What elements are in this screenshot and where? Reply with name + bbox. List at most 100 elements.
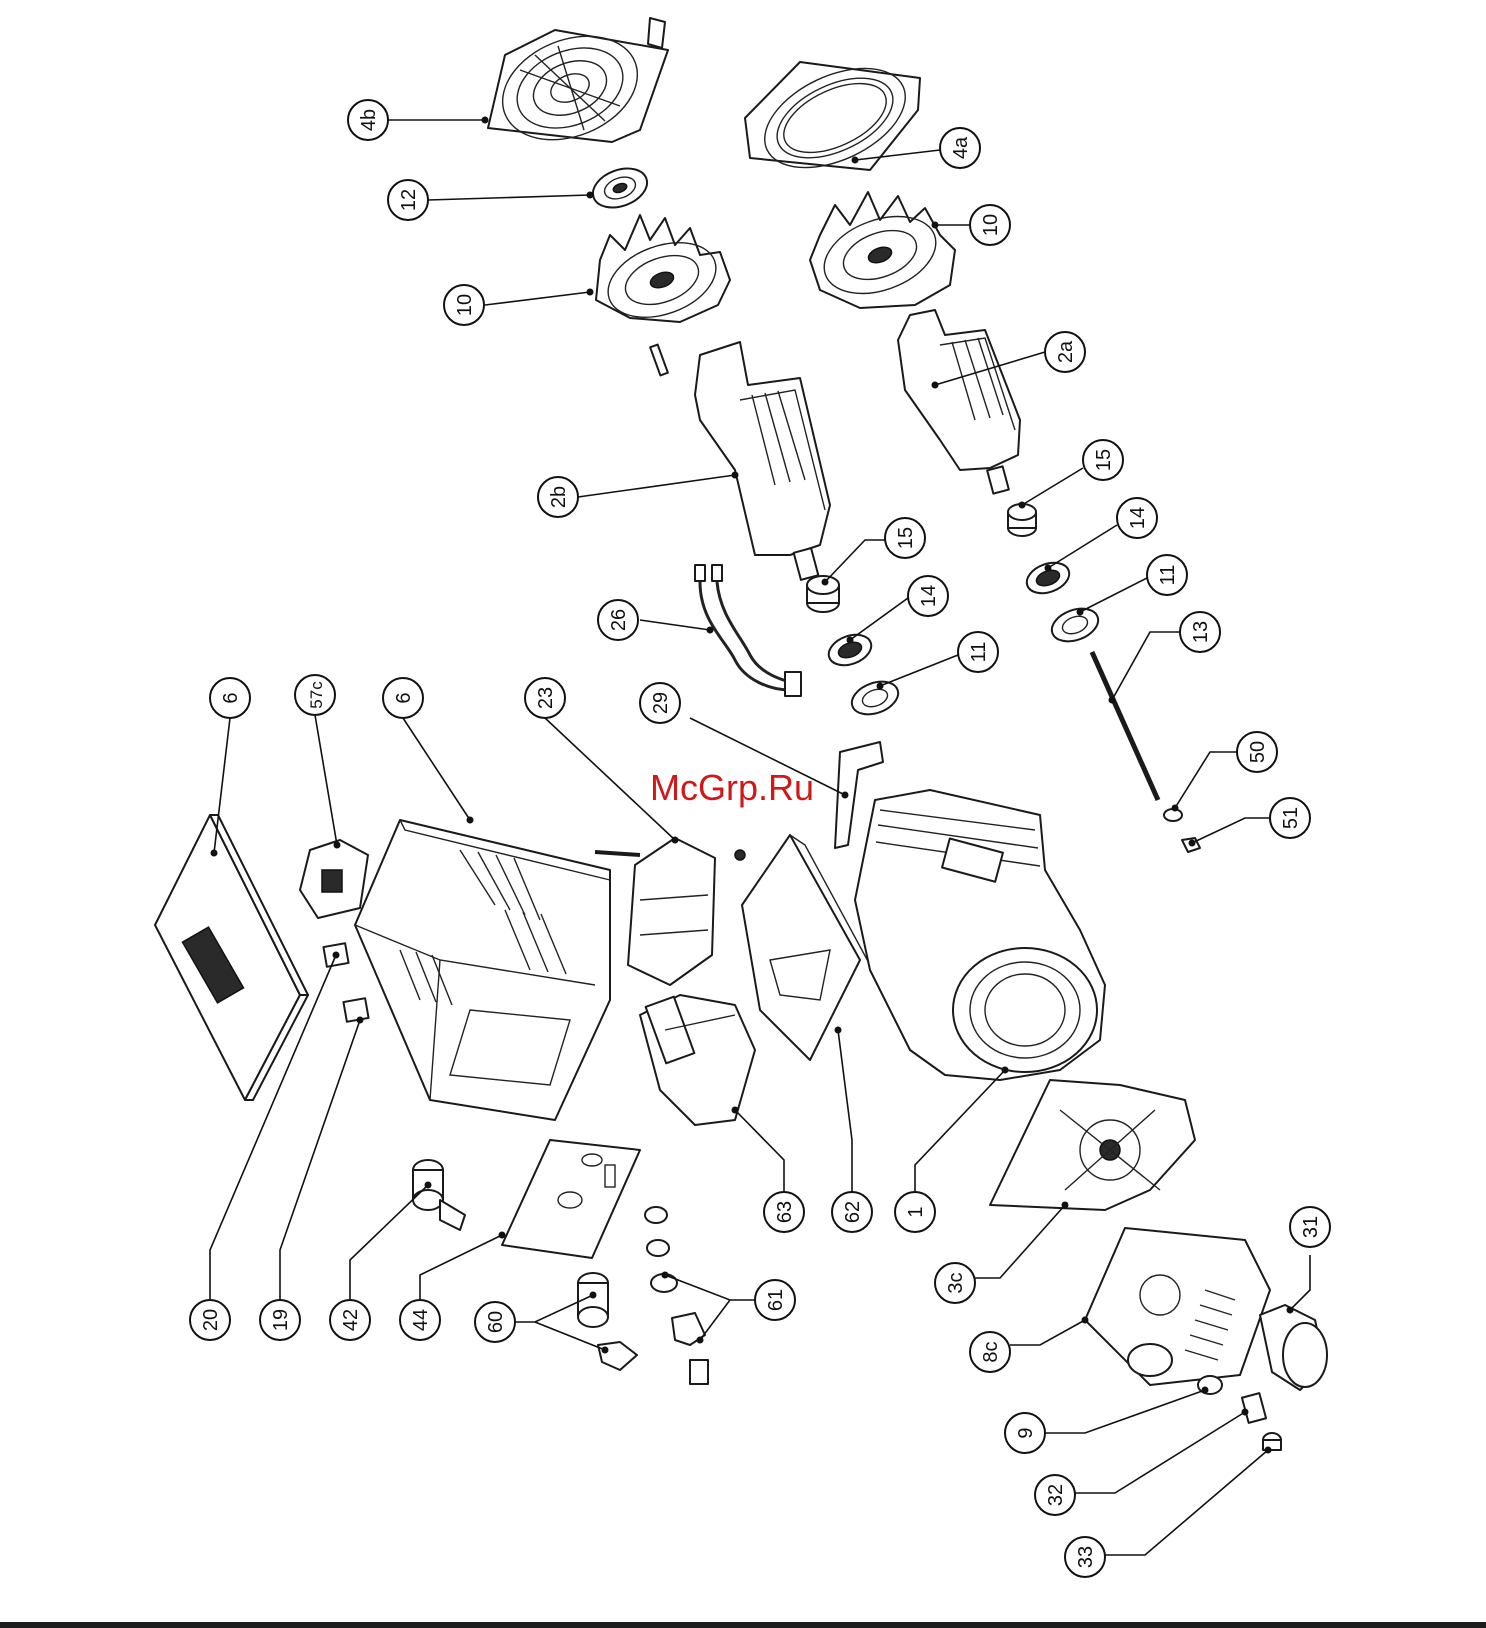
callout-32: 32 bbox=[1035, 1475, 1075, 1515]
callout-4b: 4b bbox=[348, 100, 388, 140]
callout-11-right: 11 bbox=[1147, 555, 1187, 595]
svg-text:63: 63 bbox=[774, 1201, 796, 1223]
part-key bbox=[650, 345, 668, 376]
svg-text:19: 19 bbox=[270, 1309, 292, 1331]
part-fan-10-left bbox=[596, 215, 730, 331]
part-block-19 bbox=[343, 998, 368, 1022]
svg-text:6: 6 bbox=[393, 692, 415, 703]
svg-text:50: 50 bbox=[1247, 741, 1269, 763]
part-bearing-14-right bbox=[1023, 557, 1074, 598]
callout-10-right: 10 bbox=[970, 205, 1010, 245]
callout-12: 12 bbox=[388, 180, 428, 220]
svg-text:4a: 4a bbox=[950, 136, 972, 159]
callout-23: 23 bbox=[525, 678, 565, 718]
callout-3c: 3c bbox=[935, 1263, 975, 1303]
svg-text:15: 15 bbox=[1093, 449, 1115, 471]
svg-text:32: 32 bbox=[1045, 1484, 1067, 1506]
callout-14-left: 14 bbox=[908, 576, 948, 616]
part-fittings-61 bbox=[645, 1207, 708, 1384]
callout-31: 31 bbox=[1290, 1207, 1330, 1247]
callout-1: 1 bbox=[895, 1192, 935, 1232]
callout-20: 20 bbox=[190, 1300, 230, 1340]
part-stator-housing-1 bbox=[855, 790, 1105, 1080]
svg-text:8c: 8c bbox=[980, 1341, 1002, 1362]
svg-text:51: 51 bbox=[1280, 807, 1302, 829]
part-rectifier-63 bbox=[640, 995, 755, 1125]
part-fan-guard-4b bbox=[487, 17, 668, 158]
svg-text:11: 11 bbox=[1157, 565, 1179, 586]
callout-19: 19 bbox=[260, 1300, 300, 1340]
svg-text:61: 61 bbox=[765, 1289, 787, 1311]
svg-text:15: 15 bbox=[895, 527, 917, 549]
svg-text:60: 60 bbox=[485, 1311, 507, 1333]
svg-text:4b: 4b bbox=[358, 109, 380, 131]
part-end-bracket-3c bbox=[990, 1080, 1195, 1210]
callout-44: 44 bbox=[400, 1300, 440, 1340]
svg-text:14: 14 bbox=[918, 585, 940, 607]
callout-60: 60 bbox=[475, 1302, 515, 1342]
svg-text:9: 9 bbox=[1015, 1427, 1037, 1438]
svg-text:1: 1 bbox=[905, 1206, 927, 1217]
callout-42: 42 bbox=[330, 1300, 370, 1340]
callout-14-right: 14 bbox=[1117, 498, 1157, 538]
callout-29: 29 bbox=[640, 683, 680, 723]
part-bearing-12 bbox=[588, 162, 653, 215]
callout-15-left: 15 bbox=[885, 518, 925, 558]
svg-text:62: 62 bbox=[842, 1201, 864, 1223]
part-terminal-box-6 bbox=[355, 820, 610, 1120]
callout-57c: 57c bbox=[295, 675, 335, 715]
svg-text:23: 23 bbox=[535, 687, 557, 709]
part-capacitor-42 bbox=[413, 1160, 465, 1230]
svg-text:10: 10 bbox=[454, 294, 476, 316]
callout-4a: 4a bbox=[940, 128, 980, 168]
part-socket-31 bbox=[1260, 1305, 1327, 1390]
svg-text:42: 42 bbox=[340, 1309, 362, 1331]
callout-8c: 8c bbox=[970, 1332, 1010, 1372]
part-end-cover-8c bbox=[1085, 1228, 1270, 1385]
svg-text:11: 11 bbox=[968, 642, 990, 663]
callout-6-box: 6 bbox=[383, 678, 423, 718]
watermark: McGrp.Ru bbox=[650, 767, 814, 808]
part-control-panel-44 bbox=[502, 1140, 640, 1258]
part-module-57c bbox=[300, 840, 368, 918]
callout-2b: 2b bbox=[538, 477, 578, 517]
callout-61: 61 bbox=[755, 1280, 795, 1320]
svg-text:3c: 3c bbox=[945, 1272, 967, 1293]
svg-text:29: 29 bbox=[650, 692, 672, 714]
svg-text:33: 33 bbox=[1075, 1546, 1097, 1568]
callout-9: 9 bbox=[1005, 1413, 1045, 1453]
svg-text:26: 26 bbox=[608, 609, 630, 631]
part-bracket-62 bbox=[742, 835, 870, 1060]
svg-text:2b: 2b bbox=[548, 486, 570, 508]
callout-63: 63 bbox=[764, 1192, 804, 1232]
callout-13: 13 bbox=[1180, 612, 1220, 652]
callout-50: 50 bbox=[1237, 732, 1277, 772]
part-regulator-23 bbox=[595, 838, 745, 985]
part-cover-plate-6 bbox=[155, 815, 308, 1100]
svg-text:31: 31 bbox=[1300, 1216, 1322, 1238]
part-bearing-11-right bbox=[1047, 603, 1102, 648]
svg-text:10: 10 bbox=[980, 214, 1002, 236]
callout-33: 33 bbox=[1065, 1537, 1105, 1577]
svg-text:14: 14 bbox=[1127, 507, 1149, 529]
part-rotor-2b bbox=[695, 342, 830, 580]
svg-text:57c: 57c bbox=[307, 681, 326, 709]
callout-10-left: 10 bbox=[444, 285, 484, 325]
part-fan-10-right bbox=[810, 192, 955, 308]
part-sleeve-15-right bbox=[1008, 504, 1036, 536]
svg-text:44: 44 bbox=[410, 1309, 432, 1331]
part-rotor-2a bbox=[898, 310, 1020, 494]
callout-11-left: 11 bbox=[958, 632, 998, 672]
svg-text:2a: 2a bbox=[1055, 340, 1077, 363]
svg-text:20: 20 bbox=[200, 1309, 222, 1331]
svg-text:6: 6 bbox=[220, 692, 242, 703]
part-adaptor-ring-4a bbox=[745, 48, 921, 188]
callout-2a: 2a bbox=[1045, 332, 1085, 372]
svg-text:12: 12 bbox=[398, 189, 420, 211]
svg-text:13: 13 bbox=[1190, 621, 1212, 643]
part-tie-rod-13 bbox=[1092, 652, 1158, 800]
callout-6-plate: 6 bbox=[210, 678, 250, 718]
part-bearing-14-left bbox=[825, 629, 876, 670]
callout-26: 26 bbox=[598, 600, 638, 640]
